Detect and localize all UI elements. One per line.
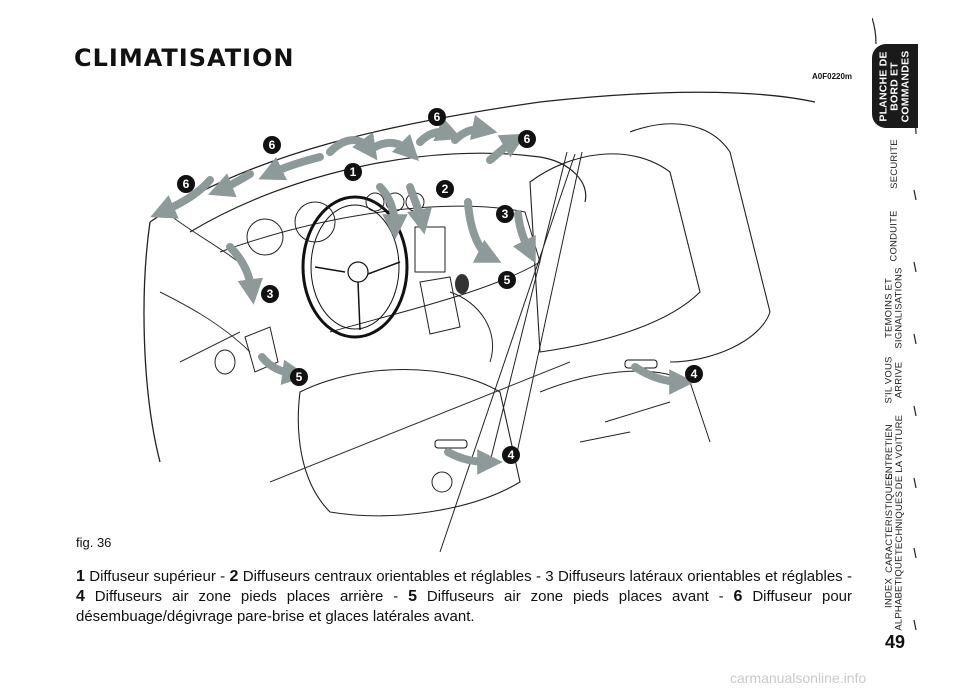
svg-text:6: 6 [434,110,441,124]
callout-2: 2 [436,180,454,198]
caption-text: Diffuseurs air zone pieds places avant - [417,588,734,605]
watermark: carmanualsonline.info [730,670,867,686]
svg-text:4: 4 [508,448,515,462]
callout-1: 1 [344,163,362,181]
caption-num: 1 [76,568,85,585]
svg-text:4: 4 [691,367,698,381]
callout-5: 5 [498,271,516,289]
caption-text: Diffuseurs air zone pieds places arrière… [84,588,409,605]
svg-text:5: 5 [296,370,303,384]
caption-text: Diffuseur supérieur - [84,568,230,585]
svg-text:6: 6 [269,138,276,152]
callout-6: 6 [177,175,195,193]
tab-conduite[interactable]: CONDUITE [889,210,900,262]
svg-text:6: 6 [183,177,190,191]
caption-num: 6 [733,588,743,605]
car-interior-illustration: 1 2 3 3 4 4 5 5 6 6 6 6 [143,91,816,553]
callout-4: 4 [502,446,520,464]
svg-text:1: 1 [350,165,357,179]
callout-6: 6 [263,136,281,154]
figure-caption: 1 Diffuseur supérieur - 2 Diffuseurs cen… [76,567,852,627]
caption-num: 2 [229,568,239,585]
callout-3: 3 [261,285,279,303]
caption-text: Diffuseur pour désembuage/dégivrage pare… [76,588,853,625]
svg-text:3: 3 [502,207,509,221]
callout-4: 4 [685,365,703,383]
page-title: CLIMATISATION [74,44,295,72]
svg-text:5: 5 [504,273,511,287]
callout-5: 5 [290,368,308,386]
tab-securite[interactable]: SECURITE [889,139,901,189]
svg-text:2: 2 [442,182,449,196]
caption-num: 4 [76,588,85,605]
svg-text:3: 3 [267,287,274,301]
figure-code: A0F0220m [812,72,853,81]
caption-text: Diffuseurs centraux orientables et régla… [238,568,852,585]
svg-text:6: 6 [524,132,531,146]
callout-3: 3 [496,205,514,223]
page-number: 49 [884,632,906,652]
caption-num: 5 [408,588,417,605]
figure-label: fig. 36 [76,535,112,550]
callout-6: 6 [518,130,536,148]
callout-6: 6 [428,108,446,126]
